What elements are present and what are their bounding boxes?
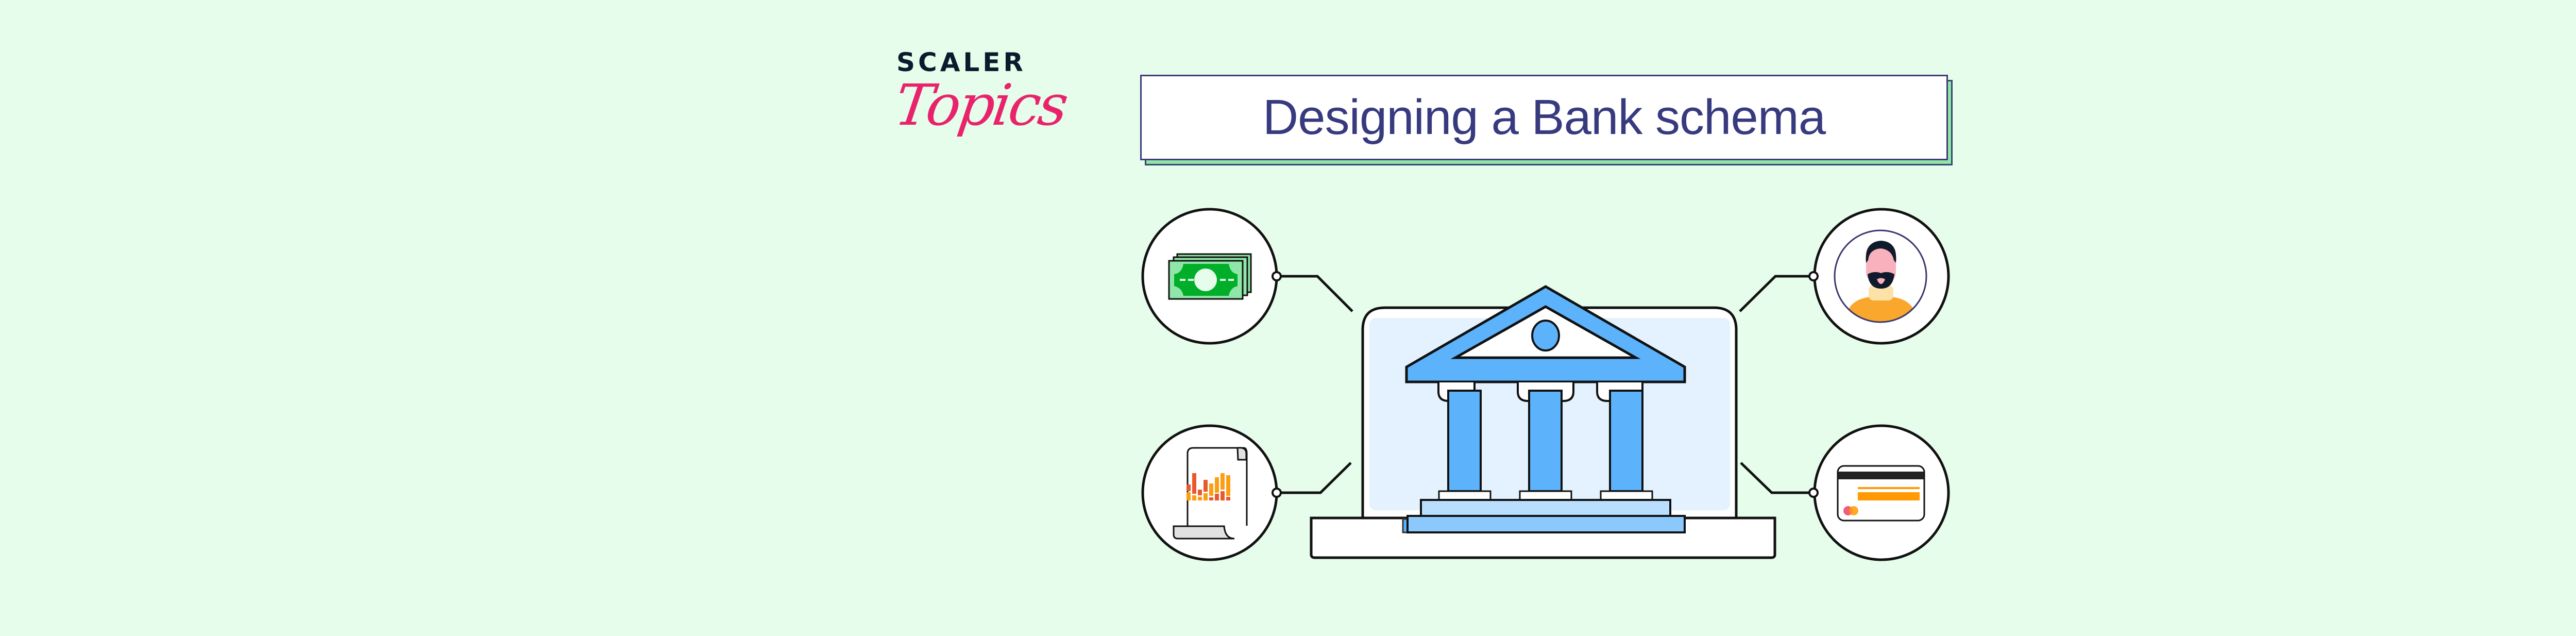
- node-report: [1141, 424, 1282, 561]
- logo-scaler-text: SCALER: [896, 47, 1026, 77]
- cash-icon: [1168, 253, 1252, 300]
- node-cash: [1141, 208, 1282, 345]
- node-customer: [1808, 208, 1950, 345]
- scaler-topics-logo: SCALER Topics: [891, 47, 1071, 156]
- connector-top-right: [1739, 275, 1814, 312]
- customer-avatar-icon: [1834, 229, 1927, 323]
- bank-icon: [1405, 285, 1686, 533]
- credit-card-icon: [1837, 465, 1925, 522]
- bar-chart-glyph: [1187, 473, 1230, 500]
- node-card: [1808, 424, 1950, 561]
- connector-lines: [1277, 275, 1814, 494]
- connector-bottom-left: [1277, 462, 1352, 494]
- title-banner: Designing a Bank schema: [1140, 75, 1948, 160]
- page-title: Designing a Bank schema: [1262, 90, 1826, 145]
- connector-bottom-right: [1740, 462, 1814, 494]
- connector-top-left: [1277, 275, 1353, 312]
